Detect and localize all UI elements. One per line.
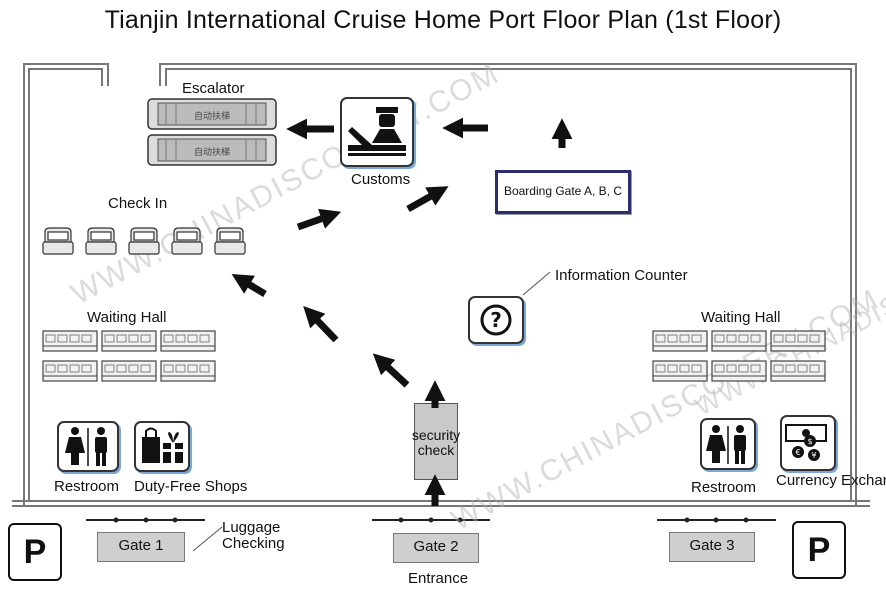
customs-officer-icon [348,107,406,156]
escalator-sign-bottom: 自动扶梯 [194,146,230,158]
gate-1: Gate 1 [97,532,185,562]
escalator-sign-top: 自动扶梯 [194,110,230,122]
duty-free-label: Duty-Free Shops [134,478,248,495]
security-check-label: security check [411,427,461,458]
check-in-desks [42,227,246,255]
luggage-checking-label: Luggage Checking [222,519,285,552]
security-check-area [414,403,458,480]
svg-text:$: $ [807,437,812,446]
arrow-security-path-2 [372,353,410,388]
duty-free-box [134,421,190,472]
currency-exchange-icon: $ € ¥ [785,424,827,461]
customs-label: Customs [351,171,411,188]
information-counter-label: Information Counter [555,267,688,284]
arrow-checkin-to-customs [296,208,342,231]
boarding-gate: Boarding Gate A, B, C [495,170,631,214]
question-mark-icon: ? [480,304,512,336]
restroom-left-label: Restroom [54,478,120,495]
waiting-hall-left-label: Waiting Hall [87,309,167,326]
svg-text:¥: ¥ [811,451,816,460]
information-counter-box: ? [468,296,524,344]
arrow-security-path-1 [303,305,339,343]
svg-text:?: ? [490,308,502,332]
svg-text:€: € [795,448,800,457]
escalator-label: Escalator [182,80,245,97]
parking-left-icon: P [8,523,62,581]
entrance-label: Entrance [408,570,469,587]
arrow-customs-to-boarding [406,186,449,213]
page-title: Tianjin International Cruise Home Port F… [104,6,782,34]
check-in-desk-icon [42,227,246,255]
arrow-to-checkin [231,273,267,298]
restroom-icon [706,425,746,464]
restroom-icon [65,427,107,466]
parking-right-icon: P [792,521,846,579]
currency-exchange-box: $ € ¥ [780,415,836,471]
customs-icon-box [340,97,414,167]
waiting-hall-right-label: Waiting Hall [701,309,781,326]
check-in-label: Check In [108,195,168,212]
escalator-icon: 自动扶梯 自动扶梯 [147,98,277,166]
gate-2: Gate 2 [393,533,479,563]
restroom-right-box [700,418,756,470]
shopping-bag-gift-icon [142,427,183,463]
restroom-left-box [57,421,119,472]
gate-3: Gate 3 [669,532,755,562]
restroom-right-label: Restroom [691,479,757,496]
